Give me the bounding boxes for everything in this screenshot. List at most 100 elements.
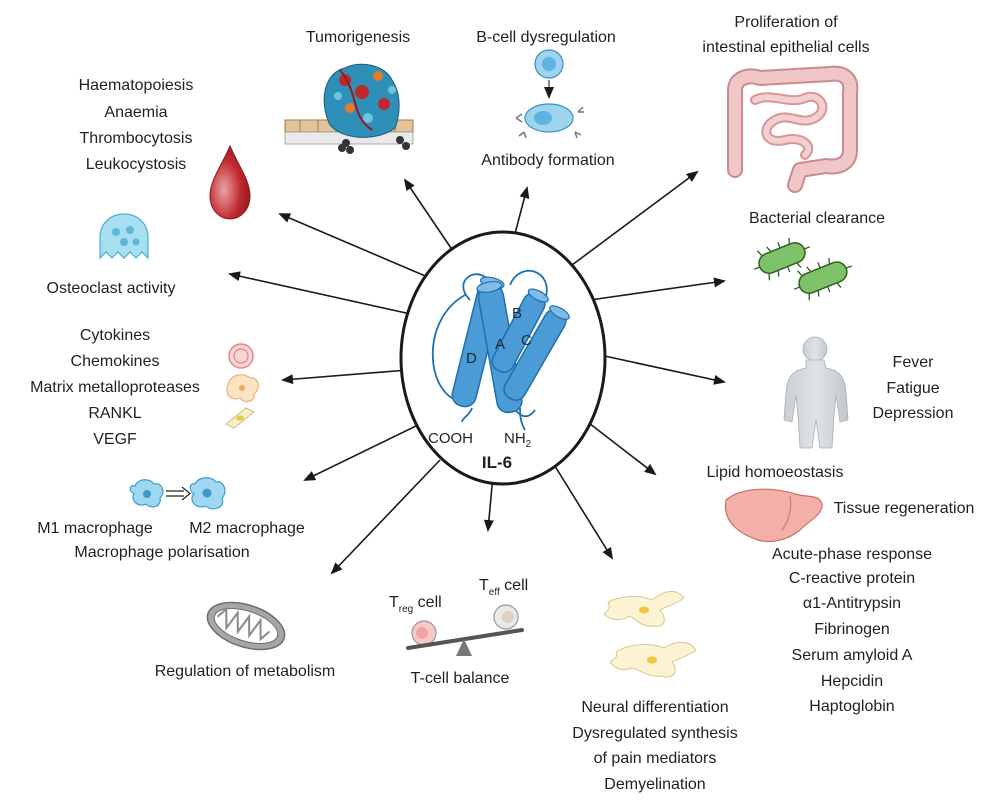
b-cell-dysregulation-label: B-cell dysregulation [476, 29, 616, 46]
demyelination-label: Demyelination [604, 776, 705, 793]
fibroblast-nucleus [236, 415, 244, 421]
systemic-group: Fever Fatigue Depression [783, 336, 954, 449]
human-figure-icon [783, 336, 849, 449]
il6-core: A B C D COOH NH2 IL-6 [399, 230, 607, 486]
helix-loop [461, 407, 473, 423]
helix-c [503, 305, 570, 401]
osteoclast-activity-label: Osteoclast activity [47, 280, 176, 297]
tumor-icon [284, 63, 414, 154]
acute-phase-response-label: Acute-phase response [772, 546, 932, 563]
bacterial-clearance-group: Bacterial clearance [749, 210, 885, 301]
blood-drop-icon [209, 144, 251, 220]
alpha1-antitrypsin-label: α1-Antitrypsin [803, 595, 901, 612]
fibrinogen-label: Fibrinogen [814, 621, 890, 638]
matrix-metalloproteases-label: Matrix metalloproteases [30, 379, 200, 396]
arrow-osteoclast [228, 271, 416, 316]
haematopoiesis-label: Haematopoiesis [79, 77, 194, 94]
antibody-formation-label: Antibody formation [481, 152, 614, 169]
arrow-bacterial [589, 277, 726, 301]
macrophage-polarisation-label: Macrophage polarisation [74, 544, 249, 561]
pain-mediators-label: of pain mediators [594, 750, 717, 767]
plasma-cell-nucleus [534, 111, 552, 125]
arrow-haematology [278, 213, 431, 279]
tumorigenesis-label: Tumorigenesis [306, 29, 410, 46]
macrophage-cell-nucleus [239, 385, 245, 391]
metabolism-group: Regulation of metabolism [155, 601, 336, 680]
osteoclast-group: Osteoclast activity [47, 213, 176, 297]
c-reactive-protein-label: C-reactive protein [789, 570, 915, 587]
osteoclast-nucleus [126, 226, 134, 234]
helix-loop [519, 407, 526, 431]
m1-macrophage-label: M1 macrophage [37, 520, 153, 537]
mitochondrion-icon [206, 601, 286, 651]
thrombocytosis-label: Thrombocytosis [80, 130, 193, 147]
cell-icon [228, 343, 254, 369]
arrow-metabolism [330, 459, 441, 575]
balance-beam [406, 628, 524, 650]
tissue-regeneration-label: Tissue regeneration [834, 500, 975, 517]
rankl-label: RANKL [88, 405, 141, 422]
anaemia-label: Anaemia [104, 104, 167, 121]
haematology-group: Haematopoiesis Anaemia Thrombocytosis Le… [79, 77, 251, 220]
proliferation-label-line-2: intestinal epithelial cells [702, 39, 869, 56]
haptoglobin-label: Haptoglobin [809, 698, 894, 715]
helix-label-a: A [495, 336, 505, 353]
leukocystosis-label: Leukocystosis [86, 156, 187, 173]
vegf-label: VEGF [93, 431, 137, 448]
antibody-icon [515, 106, 584, 139]
fever-label: Fever [893, 354, 935, 371]
nh2-terminal: NH2 [504, 430, 532, 450]
bacterial-clearance-label: Bacterial clearance [749, 210, 885, 227]
osteoclast-icon [99, 213, 149, 260]
helix-loop [431, 294, 466, 403]
bacterium-icon [753, 237, 811, 281]
neural-differentiation-label: Neural differentiation [581, 699, 728, 716]
il6-title: IL-6 [482, 453, 512, 472]
neuron-icon [603, 591, 685, 627]
chemokines-label: Chemokines [71, 353, 160, 370]
m2-macrophage-nucleus [202, 488, 212, 498]
m2-macrophage-label: M2 macrophage [189, 520, 305, 537]
tumorigenesis-group: Tumorigenesis [284, 29, 414, 154]
neural-group: Neural differentiation Dysregulated synt… [572, 591, 738, 793]
arrow-secreted [281, 369, 409, 385]
t-cell-group: Treg cell Teff cell T-cell balance [389, 577, 528, 687]
helix-label-d: D [466, 350, 477, 367]
treg-cell-label: Treg cell [389, 594, 442, 615]
liver-lobe-line [781, 495, 792, 531]
cooh-terminal: COOH [428, 430, 473, 447]
helix-b [491, 288, 549, 374]
neuron-icon [609, 641, 697, 678]
fatigue-label: Fatigue [886, 380, 939, 397]
liver-group: Lipid homoeostasis Tissue regeneration A… [707, 464, 975, 715]
osteoclast-nucleus [120, 238, 128, 246]
proliferation-group: Proliferation of intestinal epithelial c… [702, 14, 870, 193]
liver-icon [724, 488, 823, 543]
arrow-proliferation [567, 170, 699, 269]
regulation-of-metabolism-label: Regulation of metabolism [155, 663, 336, 680]
depression-label: Depression [873, 405, 954, 422]
hepcidin-label: Hepcidin [821, 673, 883, 690]
helix-label-c: C [521, 332, 532, 349]
teff-cell-nucleus [502, 611, 514, 623]
b-cell-group: B-cell dysregulation Antibody formation [476, 29, 616, 169]
helix-label-b: B [512, 305, 522, 322]
lipid-homoeostasis-label: Lipid homoeostasis [707, 464, 844, 481]
osteoclast-nucleus [132, 238, 140, 246]
m1-macrophage-nucleus [143, 490, 151, 498]
bacterium-icon [793, 257, 852, 301]
b-cell-nucleus [542, 57, 556, 71]
arrow-tumorigenesis [403, 178, 456, 255]
cytokines-label: Cytokines [80, 327, 150, 344]
helix-loop [509, 269, 548, 301]
t-cell-balance-label: T-cell balance [411, 670, 510, 687]
serum-amyloid-a-label: Serum amyloid A [792, 647, 913, 664]
osteoclast-nucleus [112, 228, 120, 236]
arrow-neural [552, 462, 614, 560]
cell-icon-inner [233, 348, 249, 364]
polarisation-arrow [166, 486, 191, 501]
balance-fulcrum [456, 639, 472, 656]
dysregulated-synthesis-label: Dysregulated synthesis [572, 725, 737, 742]
proliferation-label-line-1: Proliferation of [734, 14, 838, 31]
